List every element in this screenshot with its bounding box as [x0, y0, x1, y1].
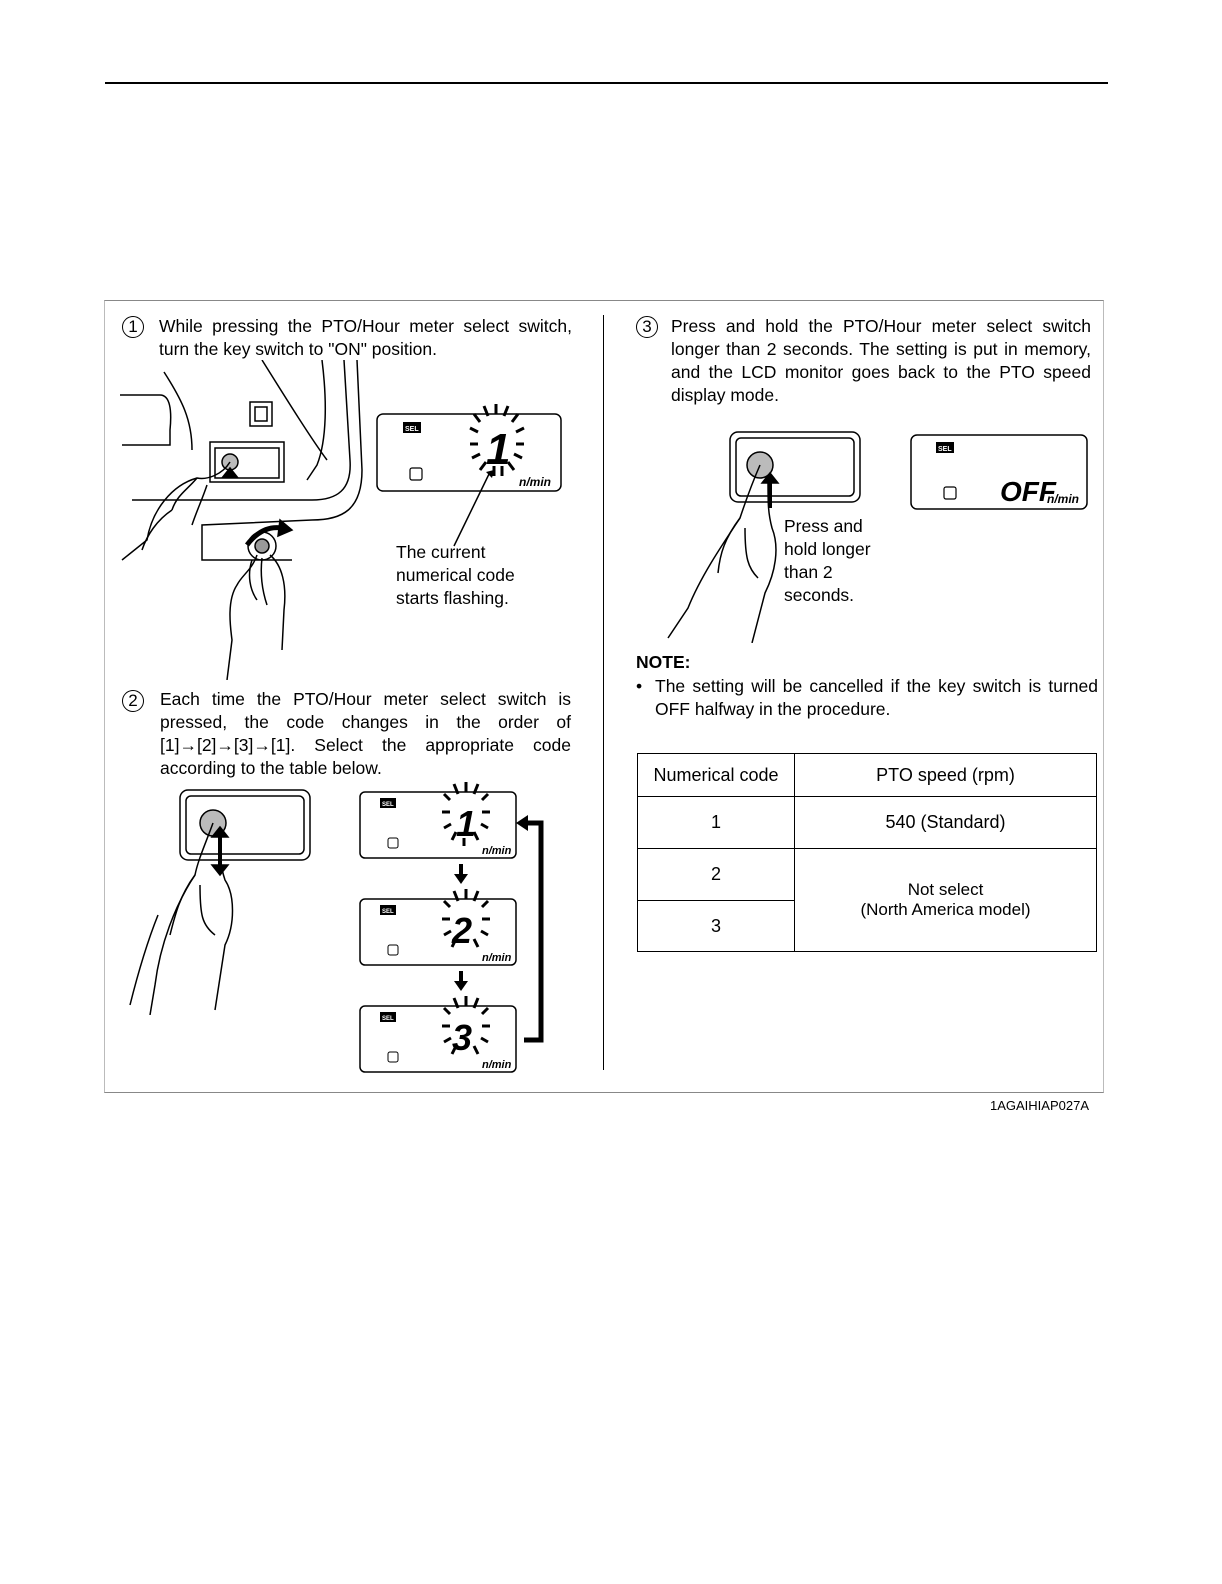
sel-label: SEL: [382, 1016, 394, 1022]
table-row: 3: [637, 900, 1097, 952]
figure-frame: [104, 300, 1104, 1093]
note-bullet: •: [636, 676, 643, 696]
callout-press-hold: Press and hold longer than 2 seconds.: [784, 516, 871, 605]
press-switch-illustration: [129, 789, 311, 1015]
flashing-rays: [469, 404, 525, 476]
gear-icon: [387, 1051, 399, 1063]
lcd-off-text: OFF: [1000, 476, 1057, 507]
lcd-sequence: SEL 1 n/min SEL 2 n/min SEL 3 n/min: [359, 782, 544, 1073]
lcd-unit: n/min: [482, 1059, 512, 1071]
table-cell-code: 1: [637, 796, 795, 849]
lcd-seq-digit-1: 1: [456, 803, 476, 844]
lcd-seq-3: SEL 3 n/min: [359, 996, 517, 1073]
note-text: The setting will be cancelled if the key…: [655, 676, 1098, 719]
table-cell-code: 2: [637, 848, 795, 901]
step-3-number: 3: [636, 316, 658, 338]
table-header-speed: PTO speed (rpm): [794, 753, 1097, 797]
table-cell-speed: 540 (Standard): [794, 796, 1097, 849]
lcd-seq-digit-3: 3: [452, 1017, 472, 1058]
gear-icon: [943, 486, 957, 500]
table-header-code: Numerical code: [637, 753, 795, 797]
sel-label: SEL: [938, 446, 952, 453]
table-row: 1 540 (Standard): [637, 796, 1097, 849]
step-2-text: Each time the PTO/Hour meter select swit…: [160, 689, 571, 778]
lcd-off: SEL OFF n/min: [910, 434, 1088, 510]
lcd-digit-1: 1: [486, 425, 510, 474]
sel-label: SEL: [405, 426, 419, 433]
press-hold-illustration: [667, 431, 861, 643]
sel-label: SEL: [382, 802, 394, 808]
sel-label: SEL: [382, 909, 394, 915]
table-header-row: Numerical code PTO speed (rpm): [637, 753, 1097, 797]
step-1-text: While pressing the PTO/Hour meter select…: [159, 316, 572, 359]
step-3-text: Press and hold the PTO/Hour meter select…: [671, 316, 1091, 405]
lcd-seq-1: SEL 1 n/min: [359, 782, 517, 859]
lcd-unit: n/min: [1047, 492, 1079, 506]
step-1-number: 1: [122, 316, 144, 338]
merged-line-2: (North America model): [860, 900, 1031, 919]
gear-icon: [409, 467, 423, 481]
figure-code: 1AGAIHIAP027A: [990, 1098, 1089, 1113]
gear-icon: [387, 837, 399, 849]
pto-speed-table: Numerical code PTO speed (rpm) 1 540 (St…: [637, 753, 1097, 952]
table-cell-code: 3: [637, 900, 795, 952]
note-title: NOTE:: [636, 652, 691, 672]
callout-line: [453, 470, 494, 547]
lcd-unit: n/min: [519, 475, 551, 489]
key-switch-illustration: [120, 360, 363, 680]
step-2-number: 2: [122, 690, 144, 712]
merged-line-1: Not select: [907, 880, 984, 899]
lcd-unit: n/min: [482, 845, 512, 857]
lcd-seq-2: SEL 2 n/min: [359, 889, 517, 966]
table-cell-speed-merged: Not select (North America model): [794, 848, 1097, 952]
lcd-unit: n/min: [482, 952, 512, 964]
column-divider: [603, 315, 604, 1070]
gear-icon: [387, 944, 399, 956]
header-rule: [105, 82, 1108, 84]
table-row: 2 Not select (North America model): [637, 848, 1097, 952]
lcd-step1: SEL 1 n/min: [376, 404, 562, 492]
callout-flashing: The current numerical code starts flashi…: [396, 542, 515, 608]
